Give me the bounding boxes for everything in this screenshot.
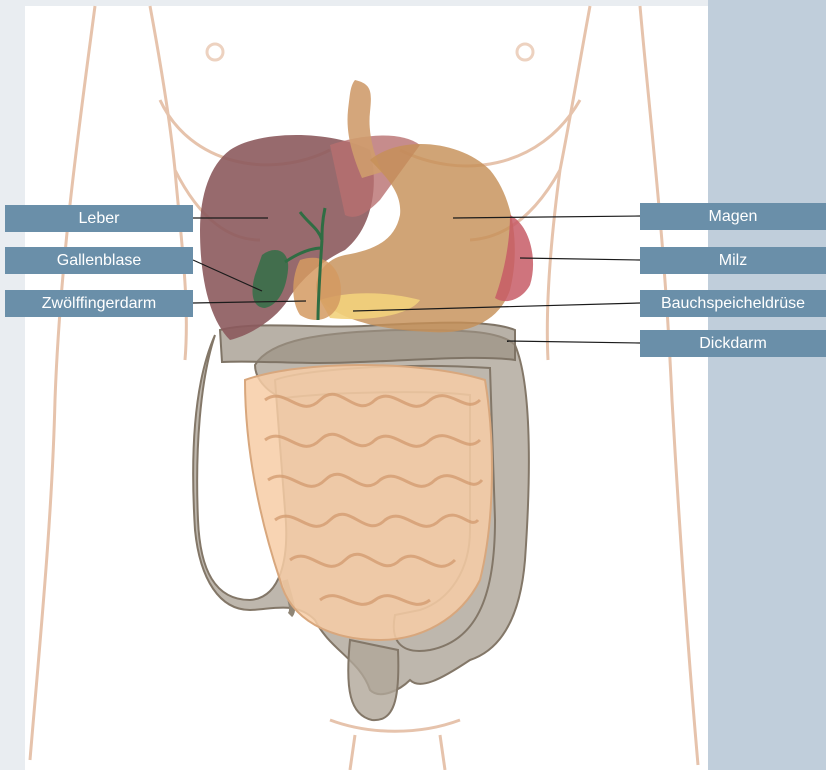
label-zwoelffingerdarm: Zwölffingerdarm bbox=[5, 290, 193, 317]
leader-line-dickdarm bbox=[507, 341, 640, 343]
label-dickdarm: Dickdarm bbox=[640, 330, 826, 357]
left-nipple bbox=[207, 44, 223, 60]
leader-line-milz bbox=[520, 258, 640, 260]
rectum bbox=[348, 640, 398, 720]
label-gallenblase: Gallenblase bbox=[5, 247, 193, 274]
label-bauchspeicheldruese: Bauchspeicheldrüse bbox=[640, 290, 826, 317]
right-nipple bbox=[517, 44, 533, 60]
label-magen: Magen bbox=[640, 203, 826, 230]
label-milz: Milz bbox=[640, 247, 826, 274]
transverse-colon bbox=[220, 323, 515, 363]
label-leber: Leber bbox=[5, 205, 193, 232]
